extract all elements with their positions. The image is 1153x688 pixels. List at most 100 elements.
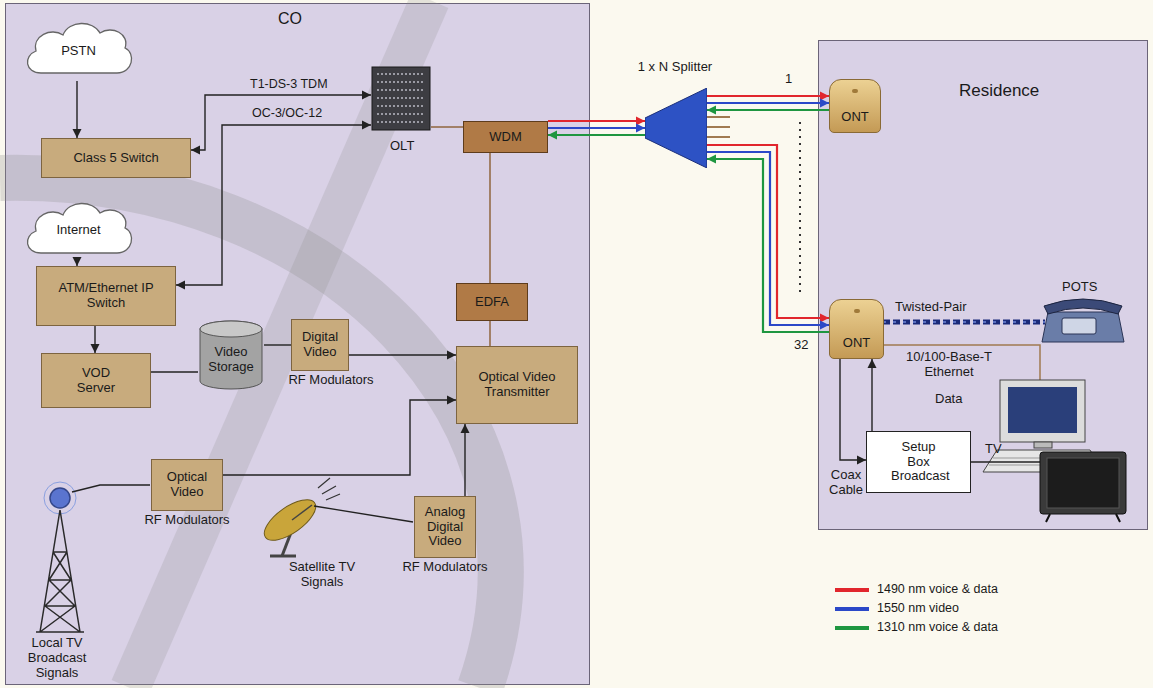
process-box: Optical Video Transmitter [456,346,578,424]
connector-line [707,152,829,325]
connector [191,91,371,155]
process-box: EDFA [456,283,528,321]
box-label: Optical Video [157,470,217,500]
connector-line [707,102,829,104]
connector-line [489,153,490,283]
connector-line [349,354,456,355]
connector [431,127,463,128]
connector-line [871,359,872,431]
connector-line [548,127,645,129]
box-caption: RF Modulators [385,560,505,575]
cylinder-body [200,321,262,389]
arrow-head [820,314,829,323]
arrow-head [636,117,645,126]
arrow-head [868,359,877,368]
annotation-label: 1 [785,72,792,87]
cloud-shape [27,23,131,73]
ont-unit: ONT [829,79,881,133]
broadcast-antenna [36,482,84,632]
box-label: Analog Digital Video [419,505,471,550]
edge-label: T1-DS-3 TDM [248,77,330,91]
port-ellipsis [799,122,801,292]
box-label: VOD Server [69,366,124,396]
connector [461,424,470,496]
box-label: Internet [56,223,100,238]
legend-text: 1310 nm voice & data [877,620,998,634]
cloud-shape [27,203,131,253]
splitter-triangle [645,88,707,168]
arrow-head [857,456,866,465]
tv-line [970,461,1040,462]
legend-text: 1550 nm video [877,601,959,615]
box-label: PSTN [61,44,96,59]
process-box: Analog Digital Video [414,496,476,558]
connector-line [707,95,829,97]
indicator-dot [852,89,858,93]
process-box: Digital Video [291,319,349,371]
box-label: OLT [390,139,414,154]
watermark-band [130,0,430,688]
box-label: ATM/Ethernet IP Switch [56,281,156,311]
legend-row: 1550 nm video [835,599,998,618]
box-label: Class 5 Switch [73,151,158,166]
annotation-label: 10/100-Base-T Ethernet [893,350,1005,380]
legend-row: 1490 nm voice & data [835,580,998,599]
connector-line [707,109,829,111]
connector [490,321,491,346]
network-cloud: PSTN [21,16,136,81]
rack-slot [377,113,425,115]
arrow-head [461,424,470,433]
connector-line [548,134,645,136]
splitter-label: 1 x N Splitter [610,60,740,75]
connector-line [431,126,463,127]
edge-label: OC-3/OC-12 [250,106,324,120]
rack-body [372,67,430,130]
connector-line [191,95,371,150]
optical-splitter: 1 x N Splitter [620,60,730,170]
arrow-head [820,99,829,108]
arrow-head [73,129,82,138]
connector [349,351,456,360]
connector [151,372,198,373]
process-box: WDM [463,121,548,153]
connector [91,326,100,353]
rack-slot [377,97,425,99]
region-title: CO [278,10,302,28]
connector [840,359,866,465]
rack-slot [377,121,425,123]
olt-unit: OLT [366,64,446,164]
process-box: ATM/Ethernet IP Switch [36,266,176,326]
indicator-dot [854,309,860,313]
process-box: Optical Video [151,459,223,511]
annotation-label: Coax Cable [824,468,868,498]
annotation-label: POTS [1062,280,1097,295]
process-box: Class 5 Switch [41,138,191,178]
connector [490,153,491,283]
splitter-ports [707,117,730,137]
connector [223,396,456,476]
cylinder-top [200,321,262,337]
box-label: ONT [843,336,870,351]
storage-cylinder: Video Storage [198,319,264,391]
connector-line [223,400,456,475]
region-title: Residence [959,81,1039,101]
box-label: ONT [841,110,868,125]
arrow-head [362,91,371,100]
arrow-head [707,155,716,164]
legend-swatch [835,607,869,611]
process-box: Setup Box Broadcast [866,431,971,493]
connector [73,257,82,266]
arrow-head [191,146,200,155]
legend-swatch [835,588,869,592]
legend-text: 1490 nm voice & data [877,582,998,596]
box-caption: RF Modulators [266,373,396,388]
arrow-head [91,344,100,353]
connector [73,81,82,138]
arrow-head [447,351,456,360]
box-label: Video Storage [206,345,256,375]
splitter-shape [645,88,707,168]
connector-line [707,159,829,332]
process-box: VOD Server [41,353,151,408]
connector [868,359,877,431]
